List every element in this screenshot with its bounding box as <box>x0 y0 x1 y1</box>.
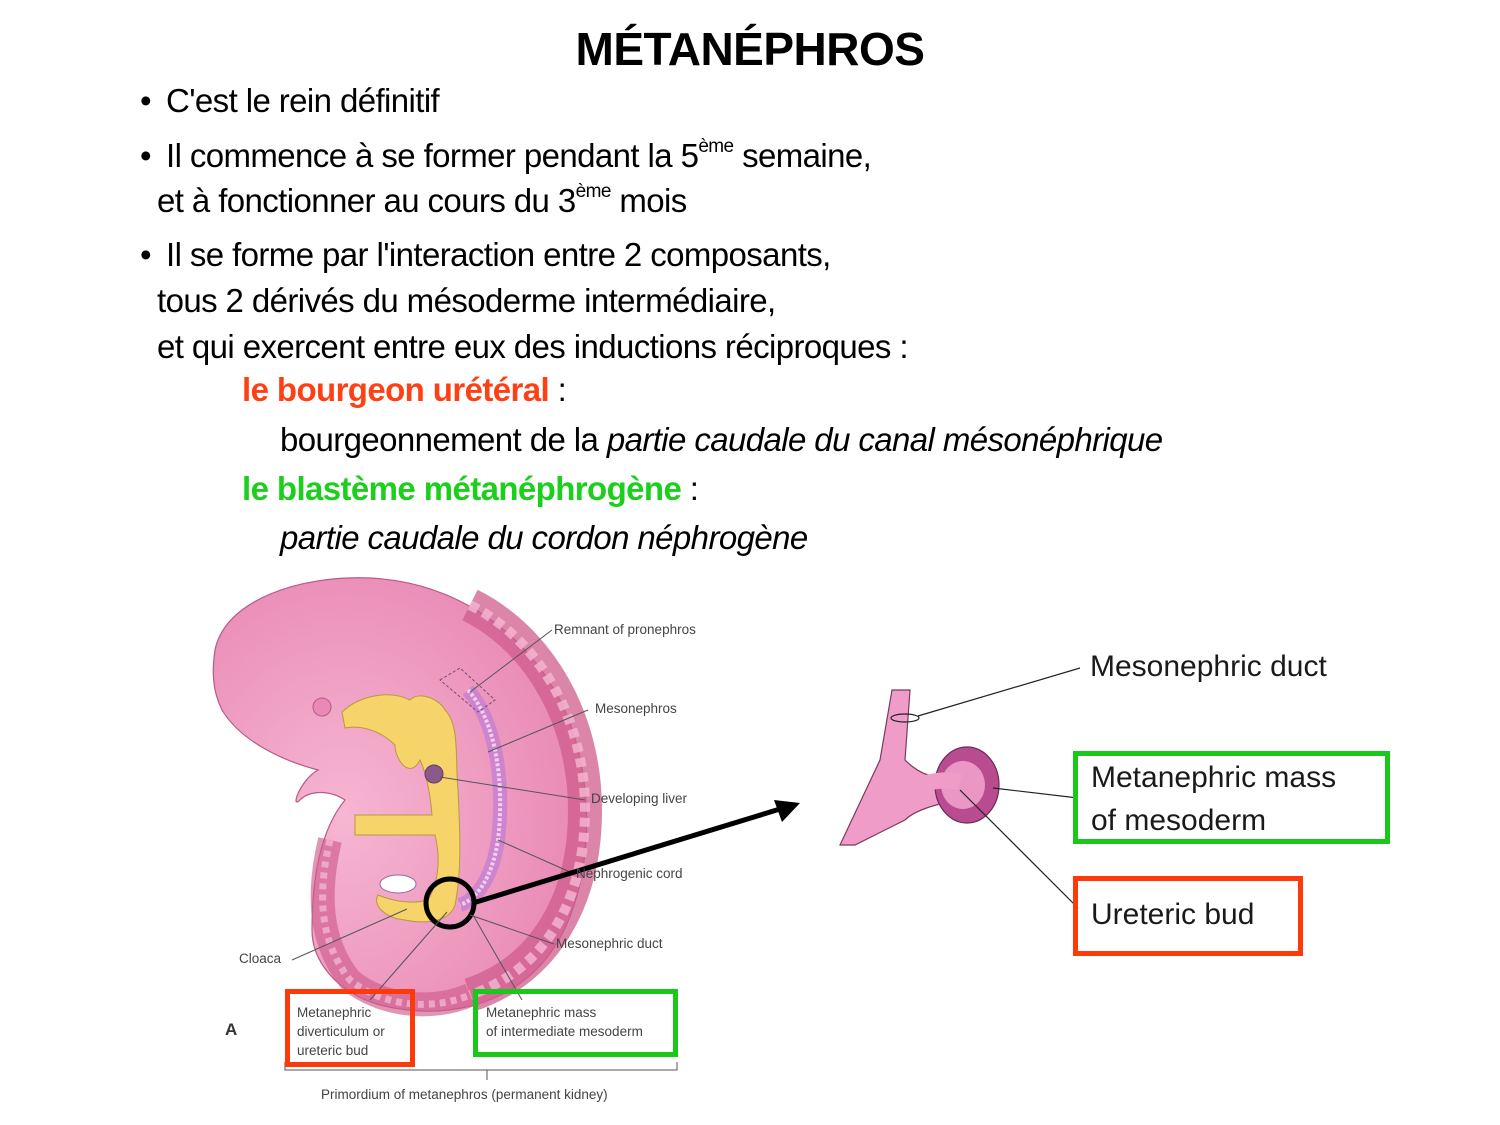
label-mesonephric-duct-right: Mesonephric duct <box>1090 650 1327 683</box>
box-red-text: Metanephric diverticulum or ureteric bud <box>297 1003 385 1060</box>
bullet-2-line-2-text: et à fonctionner au cours du 3 <box>157 182 576 219</box>
box-green-right-text: Metanephric mass of mesoderm <box>1091 756 1336 842</box>
label-developing-liver: Developing liver <box>591 791 688 806</box>
box-red-right-text: Ureteric bud <box>1091 898 1255 931</box>
arrow-to-detail <box>472 800 800 906</box>
bullet-1: • C'est le rein définitif <box>140 82 440 120</box>
bullet-1-text: C'est le rein définitif <box>166 82 440 119</box>
label-cloaca: Cloaca <box>239 951 282 966</box>
box-red-line-3: ureteric bud <box>297 1043 369 1058</box>
gut-yellow <box>341 694 461 923</box>
box-green-line-2: of intermediate mesoderm <box>486 1024 643 1039</box>
bullet-dot: • <box>140 236 152 273</box>
box-red-line-2: diverticulum or <box>297 1024 385 1039</box>
bullet-2-text-end: semaine, <box>733 137 872 174</box>
bullet-dot: • <box>140 82 152 119</box>
label-mesonephros: Mesonephros <box>595 701 677 716</box>
superscript: ème <box>575 181 612 202</box>
slide-title: MÉTANÉPHROS <box>575 23 925 75</box>
box-green-right-line-1: Metanephric mass <box>1091 761 1337 794</box>
embryo-illustration <box>212 577 603 1017</box>
box-green-right-line-2: of mesoderm <box>1091 804 1267 837</box>
bullet-3-line-2: tous 2 dérivés du mésoderme intermédiair… <box>157 282 776 319</box>
bullet-3-line-3: et qui exercent entre eux des inductions… <box>157 328 909 365</box>
superscript: ème <box>698 136 734 157</box>
box-metanephric-mass-left <box>473 989 678 1057</box>
leader-lines-right <box>917 667 1081 909</box>
component-name-red: le bourgeon urétéral <box>242 371 550 408</box>
colon: : <box>681 470 699 507</box>
box-metanephric-mass-right <box>1073 751 1390 844</box>
bullet-dot: • <box>140 137 152 174</box>
box-red-line-1: Metanephric <box>297 1005 372 1020</box>
detail-illustration <box>839 689 1000 846</box>
box-ureteric-bud-left <box>285 989 415 1067</box>
bullet-3-line-1: • Il se forme par l'interaction entre 2 c… <box>140 236 831 274</box>
box-green-text: Metanephric mass of intermediate mesoder… <box>486 1003 643 1041</box>
panel-letter: A <box>225 1020 238 1039</box>
label-nephrogenic-cord: Nephrogenic cord <box>576 866 683 881</box>
component-ureteric-bud-desc: bourgeonnement de la partie caudale du c… <box>280 421 1163 459</box>
desc-plain: bourgeonnement de la <box>280 421 607 458</box>
desc-italic: partie caudale du canal mésonéphrique <box>606 421 1163 458</box>
box-ureteric-bud-right <box>1073 876 1303 956</box>
component-ureteric-bud: le bourgeon urétéral : <box>242 371 567 409</box>
bullet-3-text: Il se forme par l'interaction entre 2 co… <box>166 236 831 273</box>
label-remnant-pronephros: Remnant of pronephros <box>554 622 696 637</box>
bullet-2-line-1: • Il commence à se former pendant la 5ème… <box>140 136 872 175</box>
bracket-caption: Primordium of metanephros (permanent kid… <box>321 1087 608 1102</box>
component-metanephric-blastema-desc: partie caudale du cordon néphrogène <box>280 519 808 557</box>
component-name-green: le blastème métanéphrogène <box>242 470 682 507</box>
bullet-2-line-2: et à fonctionner au cours du 3ème mois <box>157 182 687 220</box>
bullet-2-text: Il commence à se former pendant la 5 <box>166 137 699 174</box>
colon: : <box>549 371 567 408</box>
bullet-2-line-2-end: mois <box>610 182 687 219</box>
desc-italic: partie caudale du cordon néphrogène <box>280 519 808 556</box>
label-mesonephric-duct-left: Mesonephric duct <box>556 936 663 951</box>
box-green-line-1: Metanephric mass <box>486 1005 597 1020</box>
component-metanephric-blastema: le blastème métanéphrogène : <box>242 470 699 508</box>
